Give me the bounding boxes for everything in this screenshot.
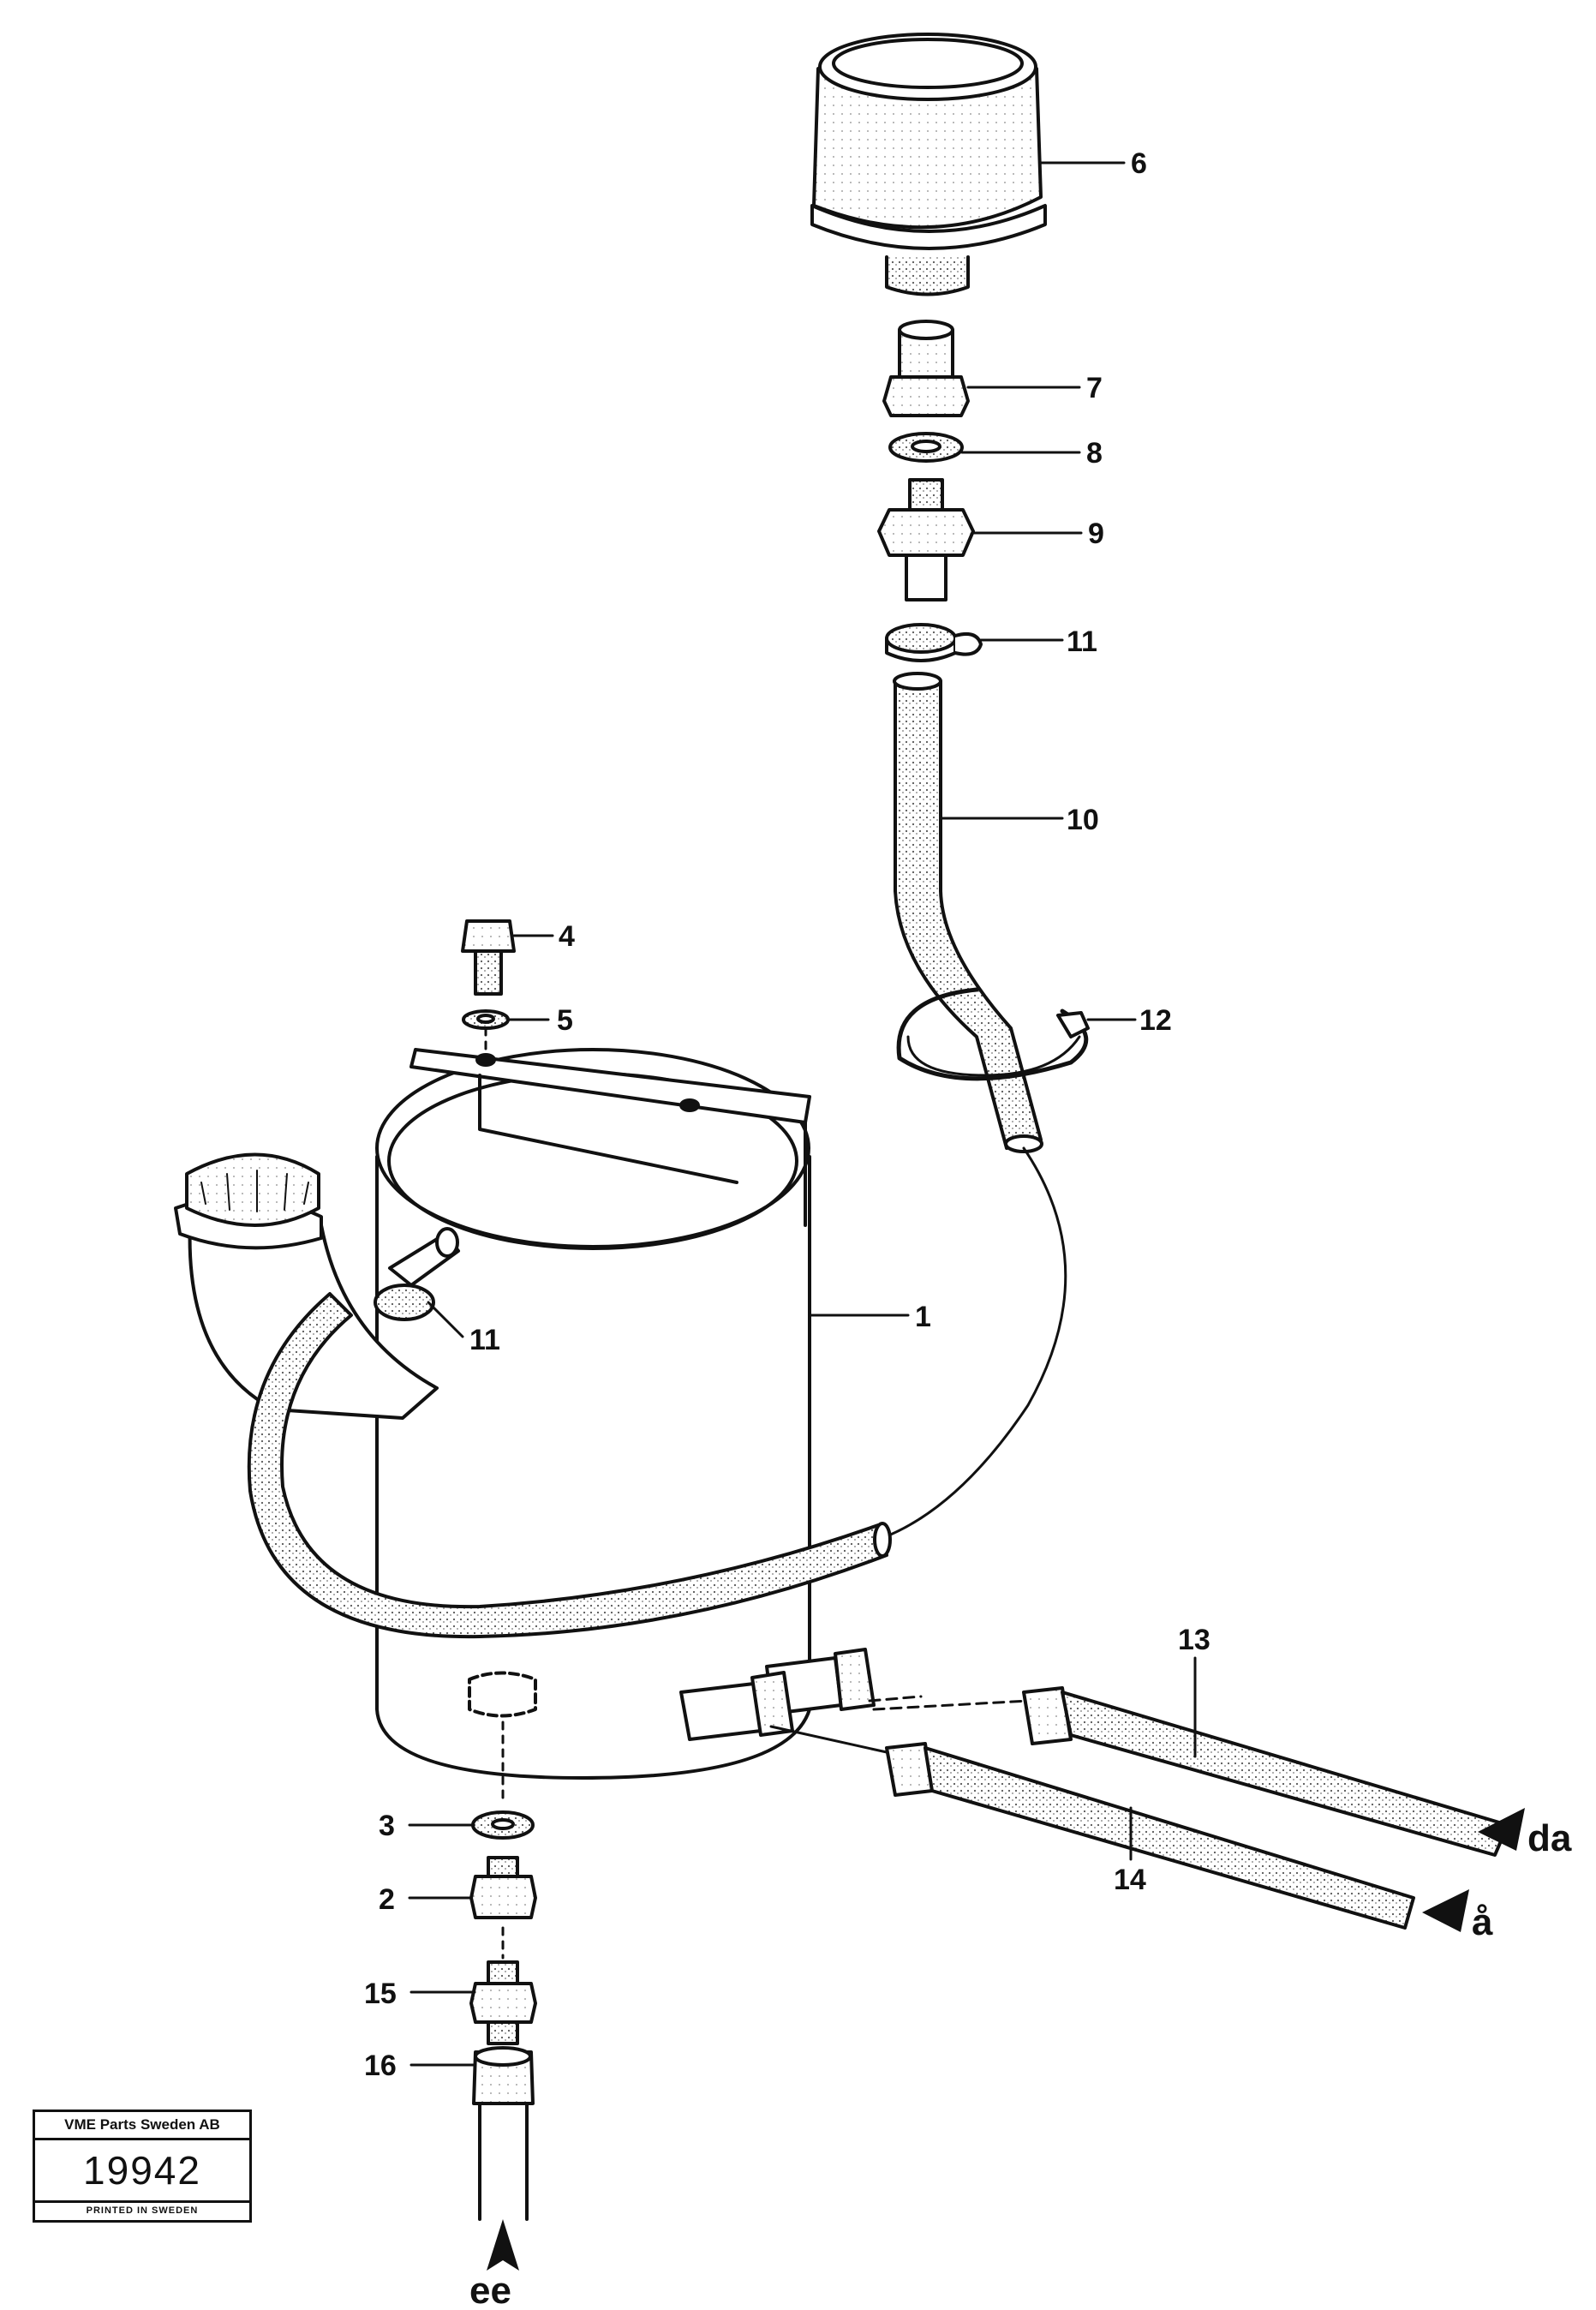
- pressure-pipe-upper: [1022, 1686, 1509, 1857]
- callout-8: 8: [1086, 437, 1103, 470]
- callout-9: 9: [1088, 518, 1104, 550]
- mounting-bracket: [409, 1048, 811, 1227]
- drain-washer: [471, 1810, 535, 1840]
- union-nipple: [877, 478, 975, 601]
- pressure-pipe-lower: [769, 1725, 1415, 1930]
- suction-pipe: [472, 2046, 535, 2221]
- flow-label-da: da: [1527, 1817, 1572, 1859]
- callout-15: 15: [364, 1978, 397, 2010]
- flow-arrow-icon: [487, 1808, 1525, 2271]
- callout-2: 2: [379, 1883, 395, 1916]
- bolt-washer: [462, 1009, 510, 1030]
- callout-16: 16: [364, 2050, 397, 2082]
- callouts: 6 7 8 9 11 10 12 4 5 1 11 3 2 15 16 13 1…: [364, 147, 1572, 2310]
- callout-11-upper: 11: [1067, 625, 1097, 658]
- reservoir-tank-icon: [375, 1048, 811, 1780]
- callout-6: 6: [1131, 147, 1147, 180]
- return-hose: [247, 1292, 892, 1639]
- stamp-number: 19942: [83, 2148, 201, 2193]
- callout-5: 5: [557, 1004, 573, 1037]
- drain-nipple: [469, 1856, 537, 1919]
- callout-7: 7: [1086, 372, 1103, 404]
- flow-label-ee: ee: [469, 2270, 511, 2310]
- leader-lines: [408, 161, 1197, 2067]
- hose-clamp-icon: [374, 1227, 460, 1321]
- hose-clamp-icon: [885, 623, 983, 662]
- callout-14: 14: [1114, 1864, 1146, 1896]
- callout-1: 1: [915, 1301, 931, 1333]
- air-filter-icon: [810, 33, 1047, 296]
- callout-3: 3: [379, 1810, 395, 1842]
- callout-12: 12: [1139, 1004, 1172, 1037]
- stamp-printed: PRINTED IN SWEDEN: [35, 2200, 249, 2220]
- sealing-washer: [888, 432, 964, 463]
- strap-clamp: [896, 987, 1090, 1081]
- flow-label-a: å: [1472, 1901, 1493, 1943]
- adapter-fitting: [469, 1960, 537, 2045]
- callout-13: 13: [1178, 1624, 1210, 1656]
- drain-boss: [468, 1671, 537, 1801]
- stamp-company: VME Parts Sweden AB: [35, 2112, 249, 2140]
- breather-hose: [893, 672, 1043, 1153]
- callout-11-lower: 11: [469, 1324, 500, 1356]
- drawing-stamp: VME Parts Sweden AB 19942 PRINTED IN SWE…: [33, 2110, 252, 2223]
- bolt: [461, 919, 516, 996]
- callout-4: 4: [559, 920, 575, 953]
- outlet-fittings: [679, 1648, 1030, 1741]
- callout-10: 10: [1067, 804, 1099, 836]
- adapter-nipple: [882, 320, 970, 417]
